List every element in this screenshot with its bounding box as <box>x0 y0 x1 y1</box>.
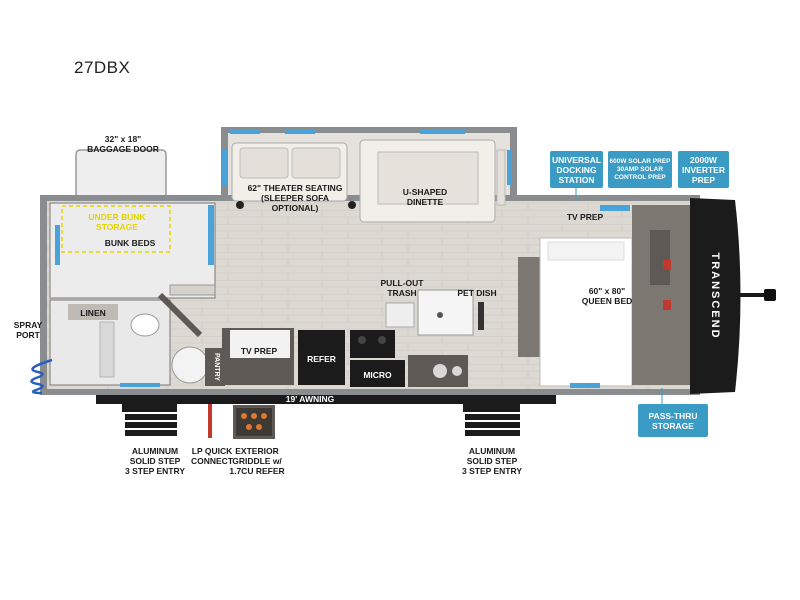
wardrobe-left <box>518 257 540 357</box>
microwave <box>350 360 405 387</box>
step-right-label: ALUMINUM SOLID STEP 3 STEP ENTRY <box>462 446 522 476</box>
tv-prep-bottom-label: TV PREP <box>240 346 278 356</box>
spray-port-label: SPRAY PORT <box>13 320 43 340</box>
solar-prep-callout: 600W SOLAR PREP 30AMP SOLAR CONTROL PREP <box>608 151 672 188</box>
toilet <box>130 313 160 337</box>
hitch <box>764 289 776 301</box>
lp-quick-connect <box>208 404 212 438</box>
pet-dish-label: PET DISH <box>457 288 497 298</box>
baggage-door <box>75 149 167 199</box>
linen-label: LINEN <box>80 308 106 318</box>
pull-out-trash-label: PULL-OUT TRASH <box>380 278 424 298</box>
stove <box>350 330 395 358</box>
kitchen-island <box>417 289 474 336</box>
pass-thru-storage-callout: PASS-THRU STORAGE <box>638 404 708 437</box>
linen-cabinet <box>68 304 118 320</box>
awning-label: 19' AWNING <box>285 394 335 404</box>
dinette-label: U-SHAPED DINETTE <box>402 187 448 207</box>
micro-label: MICRO <box>363 370 392 380</box>
griddle-label: EXTERIOR GRIDDLE w/ 1.7CU REFER <box>229 446 285 476</box>
lp-connect-label: LP QUICK CONNECT <box>190 446 234 466</box>
bunk-beds-label: BUNK BEDS <box>104 238 156 248</box>
tv-prep-top-label: TV PREP <box>566 212 604 222</box>
queen-bed-label: 60" x 80" QUEEN BED <box>581 286 633 306</box>
entry-step-right <box>463 404 520 436</box>
baggage-door-label: 32" x 18" BAGGAGE DOOR <box>87 134 159 154</box>
spray-port-hose <box>30 358 53 395</box>
refer-label: REFER <box>307 354 336 364</box>
queen-bed <box>539 237 633 387</box>
refrigerator <box>298 330 345 385</box>
model-name: 27DBX <box>74 58 131 77</box>
step-left-label: ALUMINUM SOLID STEP 3 STEP ENTRY <box>125 446 185 476</box>
bunk-room <box>49 202 216 299</box>
pantry-label: PANTRY <box>213 353 220 381</box>
awning-bar <box>96 395 556 404</box>
docking-station-callout: UNIVERSAL DOCKING STATION <box>550 151 603 188</box>
inverter-prep-callout: 2000W INVERTER PREP <box>678 151 729 188</box>
front-cap <box>690 198 741 394</box>
shower <box>171 346 209 384</box>
theater-seating-label: 62" THEATER SEATING (SLEEPER SOFA OPTION… <box>247 183 343 213</box>
bunk-door <box>169 284 216 296</box>
brand-logo: TRANSCEND <box>709 252 721 339</box>
entry-step-left <box>122 404 177 436</box>
under-bunk-storage-label: UNDER BUNK STORAGE <box>88 212 146 232</box>
